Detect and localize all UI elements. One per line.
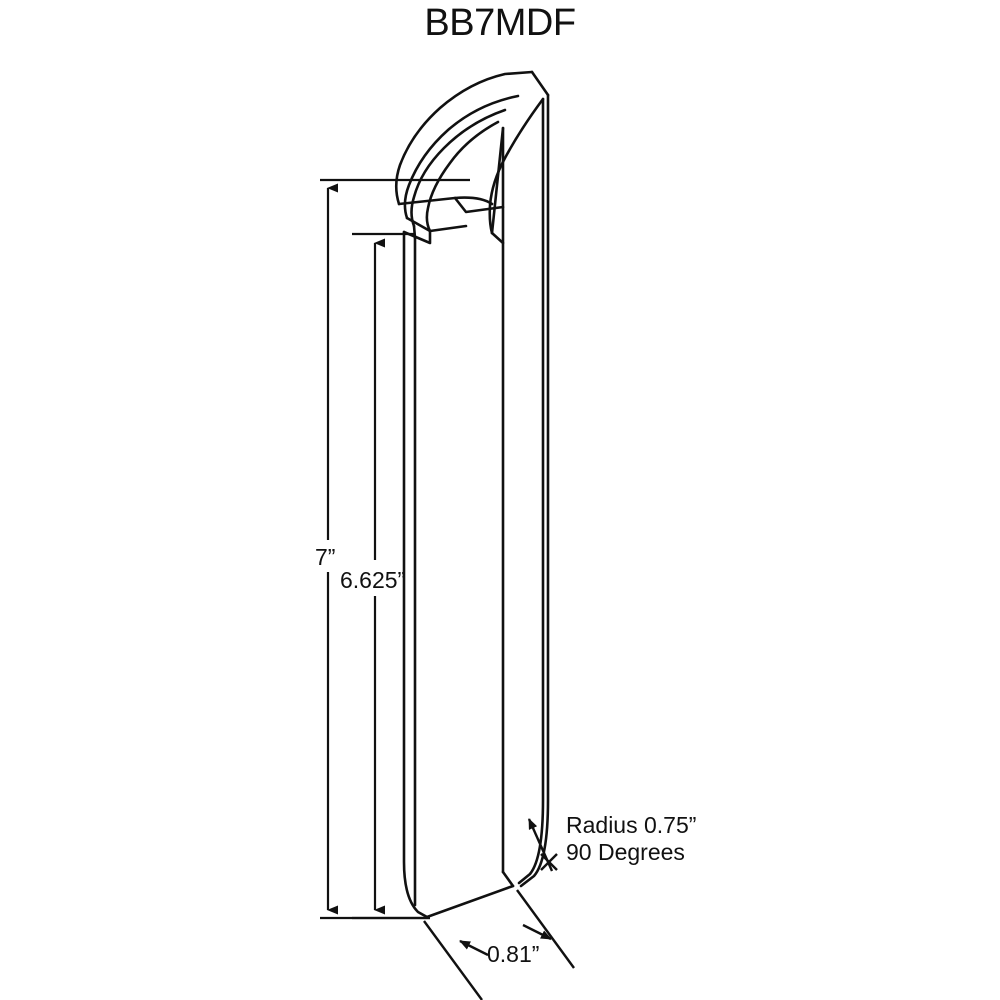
profile-cove-lower	[490, 231, 505, 245]
profile-right-shoulder	[490, 126, 505, 235]
profile-bead-1	[403, 94, 520, 220]
dimension-line-depth-right	[522, 923, 552, 941]
annotation-label-radius-line2: 90 Degrees	[566, 839, 685, 865]
annotation-label-radius-line1: Radius 0.75”	[566, 812, 696, 838]
extension-line-depth-right	[516, 889, 575, 969]
center-mark-radius-2	[540, 853, 558, 871]
moulding-body	[394, 70, 550, 919]
profile-shoulder-step	[453, 196, 505, 214]
profile-crown-top-right	[530, 70, 550, 97]
bottom-end-face	[425, 884, 515, 919]
profile-crown-outer	[394, 70, 534, 206]
dimension-label-6625in: 6.625”	[340, 567, 405, 593]
profile-bead-2	[410, 108, 507, 228]
back-face-right-edge	[519, 93, 550, 888]
annotation-corner-radius	[527, 818, 558, 872]
front-face-left-inner-edge	[402, 230, 429, 919]
profile-face-step	[402, 229, 432, 245]
page-title: BB7MDF	[424, 2, 576, 44]
dimension-label-depth: 0.81”	[487, 941, 539, 967]
profile-fillet-step	[405, 216, 468, 233]
dimension-label-7in: 7”	[315, 544, 335, 570]
back-face-inner-edge	[517, 97, 545, 885]
profile-bead-3	[425, 120, 500, 233]
extension-line-depth-left	[423, 920, 483, 1000]
bottom-end-face-right	[501, 870, 515, 888]
dimension-depth	[423, 889, 575, 1000]
dimension-face-height	[352, 232, 430, 920]
dimension-overall-height	[320, 178, 470, 920]
profile-cove	[488, 97, 545, 235]
dimension-line-depth-left	[459, 939, 489, 957]
